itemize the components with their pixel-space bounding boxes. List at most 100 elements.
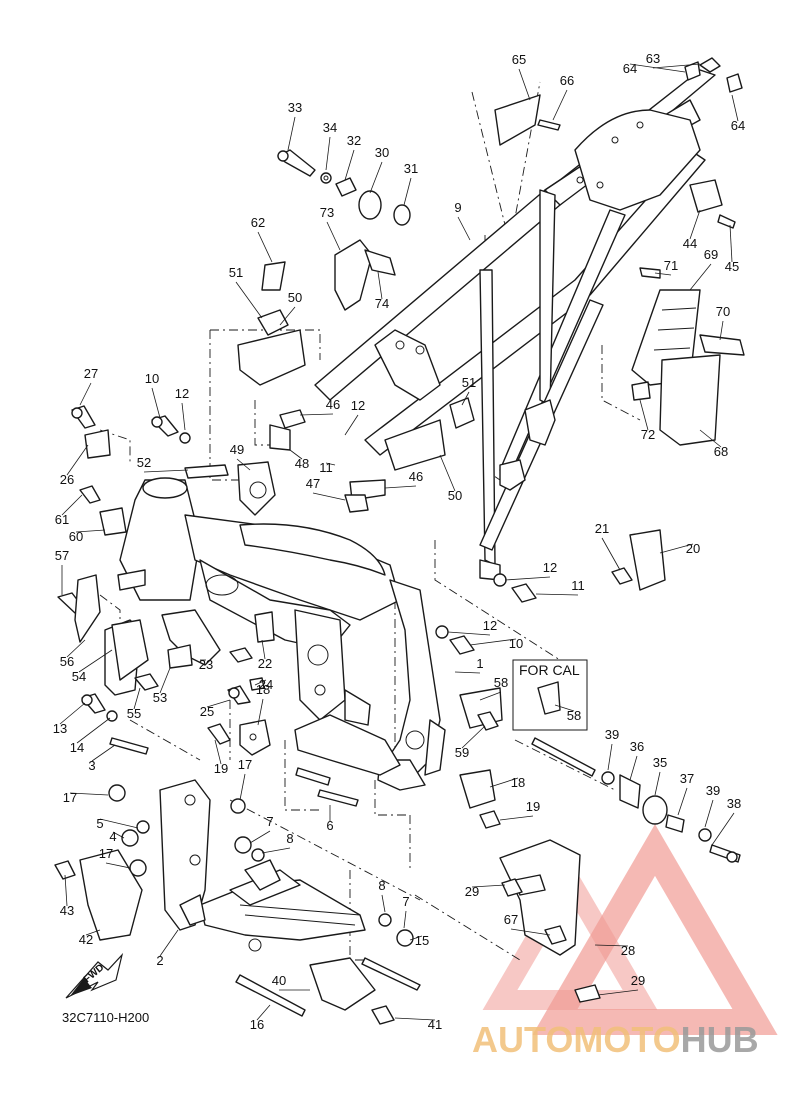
- callout-leader-27: [79, 382, 92, 406]
- callout-number-12: 12: [543, 560, 557, 575]
- watermark-part1: AUTOMOTO: [472, 1019, 681, 1060]
- callout-number-4: 4: [109, 829, 116, 844]
- callout-number-47: 47: [306, 476, 320, 491]
- callout-leader-41: [394, 1017, 436, 1021]
- callout-leader-47: [312, 492, 346, 501]
- callout-number-66: 66: [560, 73, 574, 88]
- callout-leader-28: [594, 944, 629, 947]
- callout-number-29: 29: [631, 973, 645, 988]
- callout-leader-15: [409, 935, 423, 941]
- callout-number-12: 12: [351, 398, 365, 413]
- callout-number-73: 73: [320, 205, 334, 220]
- callout-number-51: 51: [462, 375, 476, 390]
- callout-number-69: 69: [704, 247, 718, 262]
- callout-number-33: 33: [288, 100, 302, 115]
- callout-leader-39: [607, 743, 613, 771]
- callout-number-31: 31: [404, 161, 418, 176]
- guide-lines: [99, 81, 641, 961]
- callout-number-18: 18: [511, 775, 525, 790]
- watermark-text: AUTOMOTOHUB: [472, 1019, 759, 1060]
- callout-leader-5: [99, 818, 139, 829]
- callout-number-15: 15: [415, 933, 429, 948]
- callout-leader-66: [552, 89, 568, 121]
- callout-number-52: 52: [137, 455, 151, 470]
- callout-leader-46: [384, 485, 417, 489]
- callout-number-58: 58: [494, 675, 508, 690]
- callout-leader-20: [659, 543, 694, 554]
- callout-leader-7: [403, 910, 407, 929]
- callout-leader-2: [159, 929, 179, 957]
- callout-number-12: 12: [175, 386, 189, 401]
- callout-number-36: 36: [630, 739, 644, 754]
- callout-number-50: 50: [448, 488, 462, 503]
- callout-leader-12: [447, 631, 491, 636]
- callout-leader-73: [326, 221, 341, 251]
- callout-number-68: 68: [714, 444, 728, 459]
- callout-leader-31: [403, 177, 412, 206]
- callout-number-30: 30: [375, 145, 389, 160]
- callout-number-7: 7: [402, 894, 409, 909]
- callout-number-35: 35: [653, 755, 667, 770]
- callout-leader-61: [61, 494, 83, 516]
- callout-number-41: 41: [428, 1017, 442, 1032]
- callout-leader-59: [461, 725, 486, 749]
- forward-arrow: FWD: [65, 952, 124, 999]
- callout-number-24: 24: [259, 677, 273, 692]
- callout-number-12: 12: [483, 618, 497, 633]
- callout-number-62: 62: [251, 215, 265, 230]
- callout-leader-52: [143, 469, 189, 473]
- callout-leader-8: [381, 894, 386, 913]
- callout-leader-3: [91, 744, 116, 762]
- callout-leader-11: [325, 462, 336, 466]
- callout-leader-24: [254, 679, 267, 686]
- callout-number-64: 64: [731, 118, 745, 133]
- callout-number-5: 5: [96, 816, 103, 831]
- callout-number-22: 22: [258, 656, 272, 671]
- callout-number-13: 13: [53, 721, 67, 736]
- callout-leader-54: [78, 649, 113, 673]
- callout-leader-60: [75, 529, 106, 533]
- callout-leader-22: [261, 639, 266, 660]
- callout-number-1: 1: [476, 656, 483, 671]
- callout-number-11: 11: [571, 578, 585, 593]
- callout-leader-45: [729, 224, 733, 263]
- callout-leader-30: [369, 161, 383, 194]
- callout-number-21: 21: [595, 521, 609, 536]
- callout-number-2: 2: [156, 953, 163, 968]
- callout-leader-69: [689, 263, 712, 291]
- callout-number-46: 46: [326, 397, 340, 412]
- callout-leader-50: [279, 306, 296, 326]
- callout-number-6: 6: [326, 818, 333, 833]
- callout-number-40: 40: [272, 973, 286, 988]
- callout-leader-58: [479, 691, 502, 701]
- callout-number-25: 25: [200, 704, 214, 719]
- callout-leader-29: [471, 884, 506, 888]
- callout-leader-39: [704, 799, 714, 828]
- callout-number-44: 44: [683, 236, 697, 251]
- callout-leader-70: [719, 320, 724, 341]
- callout-number-29: 29: [465, 884, 479, 899]
- callout-leader-72: [639, 399, 649, 431]
- callout-leader-44: [689, 209, 701, 240]
- callout-number-17: 17: [99, 846, 113, 861]
- small-parts: [54, 57, 745, 1025]
- callout-leader-32: [344, 149, 355, 181]
- callout-leader-21: [601, 537, 621, 571]
- callout-leader-49: [236, 458, 251, 471]
- callout-leader-17: [105, 862, 131, 869]
- callout-leader-13: [59, 702, 86, 725]
- callout-number-14: 14: [70, 740, 84, 755]
- callout-leader-62: [257, 231, 273, 263]
- callout-number-48: 48: [295, 456, 309, 471]
- callout-number-28: 28: [621, 943, 635, 958]
- callout-number-53: 53: [153, 690, 167, 705]
- callout-number-39: 39: [706, 783, 720, 798]
- callout-leader-50: [439, 454, 456, 492]
- callout-leader-55: [133, 687, 141, 710]
- svg-text:AUTOMOTOHUB: AUTOMOTOHUB: [472, 1019, 759, 1060]
- callout-number-38: 38: [727, 796, 741, 811]
- callout-leader-64: [731, 94, 739, 122]
- callout-number-74: 74: [375, 296, 389, 311]
- callout-number-10: 10: [145, 371, 159, 386]
